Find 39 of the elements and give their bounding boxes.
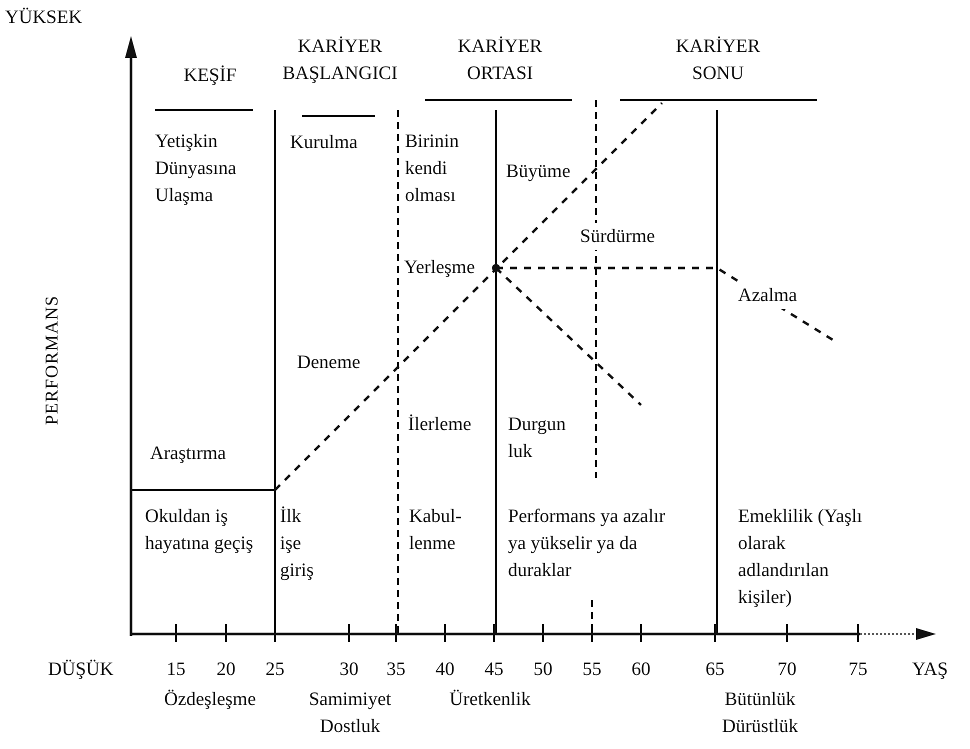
stage-text: Performans ya azalır ya yükselir ya da duraklar	[508, 505, 666, 583]
tick-label: 20	[216, 658, 236, 682]
tick-label: 50	[532, 658, 554, 682]
stage-task-label: Bütünlük Dürüstlük	[721, 688, 799, 739]
tick-label: 55	[582, 658, 602, 682]
axis-label: YAŞ	[912, 658, 949, 682]
stage-text: Büyüme	[506, 160, 572, 184]
tick-label: 75	[848, 658, 868, 682]
axis-label: DÜŞÜK	[48, 658, 114, 682]
stage-text: İlk işe giriş	[280, 505, 315, 583]
tick-label: 65	[704, 658, 726, 682]
tick-label: 45	[484, 658, 504, 682]
stage-heading: KARİYER BAŞLANGICI	[281, 35, 399, 86]
stage-text: Birinin kendi olması	[405, 130, 460, 208]
stage-text: Kurulma	[290, 131, 359, 155]
tick-label: 15	[166, 658, 186, 682]
stage-text: Deneme	[297, 351, 362, 375]
tick-label: 30	[338, 658, 360, 682]
tick-label: 35	[386, 658, 406, 682]
stage-text: Araştırma	[150, 442, 227, 466]
tick-label: 60	[630, 658, 652, 682]
stage-text: Yetişkin Dünyasına Ulaşma	[155, 130, 238, 208]
stage-text: İlerleme	[408, 413, 472, 437]
stage-text: Yerleşme	[404, 256, 476, 280]
stage-text: Kabul- lenme	[409, 505, 463, 556]
stage-task-label: Üretkenlik	[448, 688, 532, 712]
stage-task-label: Özdeşleşme	[163, 688, 257, 712]
stage-heading: KEŞİF	[182, 64, 238, 88]
tick-label: 70	[776, 658, 798, 682]
stage-heading: KARİYER ORTASI	[456, 35, 544, 86]
stage-text: Okuldan iş hayatına geçiş	[145, 505, 254, 556]
tick-label: 40	[434, 658, 456, 682]
axis-label: PERFORMANS	[40, 294, 62, 426]
stage-task-label: Samimiyet Dostluk	[308, 688, 392, 739]
axis-label: YÜKSEK	[5, 6, 84, 30]
stage-heading: KARİYER SONU	[674, 35, 762, 86]
stage-text: Durgun luk	[508, 413, 567, 464]
tick-label: 25	[264, 658, 286, 682]
stage-text: Emeklilik (Yaşlı olarak adlandırılan kişiler)	[738, 505, 864, 610]
